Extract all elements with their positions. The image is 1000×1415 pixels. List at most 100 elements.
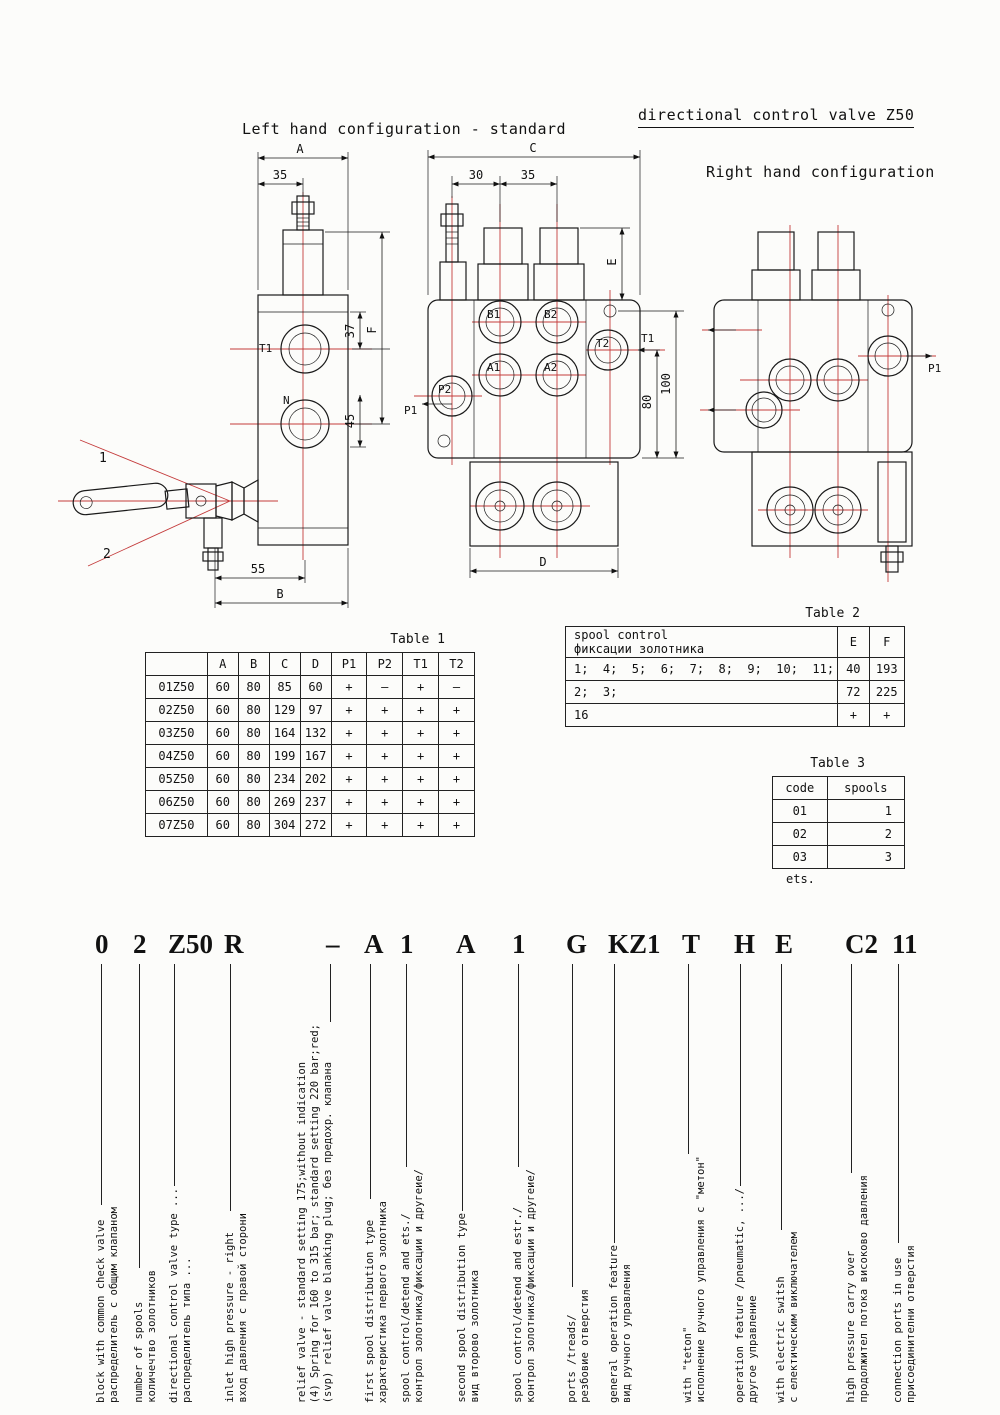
description-line-en: second spool distribution type xyxy=(456,1213,468,1403)
description-line-en: relief valve - standard setting 175;with… xyxy=(296,1061,308,1403)
port-n-label: N xyxy=(283,394,290,407)
description-line-en: with electric switsh xyxy=(775,1276,787,1403)
port-p1-arrow-label: P1 xyxy=(404,404,417,417)
ordering-code-section: 0 block with common check valve распреде… xyxy=(0,928,1000,1403)
order-code-value: 2 xyxy=(133,929,147,959)
table-cell: T2 xyxy=(438,652,475,676)
order-code-leader-line xyxy=(614,964,615,1243)
table-cell: 40 xyxy=(837,657,870,681)
table-cell: A xyxy=(206,652,239,676)
port-a1-label: A1 xyxy=(487,361,500,374)
port-t1-arrow-label: T1 xyxy=(641,332,654,345)
table-cell: 16 xyxy=(564,703,839,727)
order-code-value: C2 xyxy=(845,929,878,959)
table-cell: 269 xyxy=(268,790,301,814)
dim-55-label: 55 xyxy=(251,562,265,576)
order-code-value: H xyxy=(734,929,756,959)
table-cell: 164 xyxy=(268,721,301,745)
order-code-value: A xyxy=(456,929,476,959)
table-header-row: code spools xyxy=(772,776,906,800)
table-cell: 80 xyxy=(237,767,270,791)
table-cell: + xyxy=(366,744,404,768)
description-line-en: spool control/detend and estr./ xyxy=(512,1207,524,1403)
table-cell: B xyxy=(237,652,270,676)
order-code-description: with "teton" исполнение ручного управлен… xyxy=(682,1156,708,1403)
table-cell: + xyxy=(837,703,870,727)
table-cell: 1 xyxy=(826,799,906,823)
table-cell: + xyxy=(366,767,404,791)
order-code-item: R inlet high pressure - right вход давле… xyxy=(224,928,250,1403)
description-line-en: high pressure carry over xyxy=(845,1251,857,1403)
table-cell: 80 xyxy=(237,721,270,745)
order-code-item: C2 high pressure carry over продолжител … xyxy=(845,928,878,1403)
left-config-title: Left hand configuration - standard xyxy=(242,120,567,138)
order-code-leader-line xyxy=(230,964,231,1212)
order-code-leader-line xyxy=(462,964,463,1212)
order-code-leader-line xyxy=(781,964,782,1231)
order-code-value: 11 xyxy=(892,929,918,959)
table-cell: P2 xyxy=(366,652,404,676)
table-cell: 199 xyxy=(268,744,301,768)
table-cell: 02 xyxy=(772,822,828,846)
order-code-leader-line xyxy=(518,964,519,1168)
table-cell: + xyxy=(366,790,404,814)
description-line-ru: резбовие отверстия xyxy=(579,1289,591,1403)
table-cell: 80 xyxy=(237,790,270,814)
port-a2-label: A2 xyxy=(544,361,557,374)
table-cell: + xyxy=(402,813,440,837)
order-code-item: – relief valve - standard setting 175;wi… xyxy=(296,928,340,1403)
table-cell: 193 xyxy=(868,657,906,681)
order-code-leader-line xyxy=(688,964,689,1155)
table-cell: 72 xyxy=(837,680,870,704)
order-code-value: E xyxy=(775,929,794,959)
order-code-item: H operation feature /pneumatic, .../ дру… xyxy=(734,928,760,1403)
order-code-value: – xyxy=(326,929,340,959)
table-3-footnote: ets. xyxy=(786,872,815,886)
table-cell: + xyxy=(330,675,368,699)
table-cell: 01Z50 xyxy=(145,675,208,699)
order-code-value: T xyxy=(682,929,701,959)
order-code-leader-line xyxy=(370,964,371,1199)
order-code-item: A first spool distribution type характер… xyxy=(364,928,390,1403)
description-line-ru: (svp) relief valve blanking plug; без пр… xyxy=(322,1061,334,1403)
dim-c-label: C xyxy=(529,141,536,155)
table-cell: + xyxy=(438,698,475,722)
description-line-en: connection ports in use xyxy=(892,1257,904,1403)
dim-a-label: A xyxy=(296,142,304,156)
order-code-value: G xyxy=(566,929,588,959)
description-line-en: first spool distribution type xyxy=(364,1219,376,1403)
table-cell: 60 xyxy=(206,744,239,768)
order-code-description: spool control/detend and ets./ контрол з… xyxy=(400,1169,426,1403)
table-cell: + xyxy=(366,721,404,745)
dim-30-label: 30 xyxy=(469,168,483,182)
order-code-value: KZ1 xyxy=(608,929,661,959)
table-cell: 304 xyxy=(268,813,301,837)
table-cell: + xyxy=(438,767,475,791)
table-2-title: Table 2 xyxy=(805,606,860,621)
order-code-description: with electric switsh с електическим викл… xyxy=(775,1232,801,1403)
table-cell: 60 xyxy=(206,698,239,722)
table-cell: – xyxy=(438,675,475,699)
description-line-ru: другое управление xyxy=(747,1295,759,1403)
table-cell: code xyxy=(772,776,828,800)
description-line-ru: вход давления с правой сторони xyxy=(237,1213,249,1403)
order-code-description: directional control valve type ... распр… xyxy=(168,1188,194,1403)
description-line-en: with "teton" xyxy=(682,1327,694,1403)
dim-45-label: 45 xyxy=(343,414,357,428)
description-line-en: (4) Spring for 160 to 315 bar; standard … xyxy=(309,1023,321,1403)
description-line-en: spool control/detend and ets./ xyxy=(400,1213,412,1403)
table-header-row: spool control фиксации золотника E F xyxy=(564,626,906,658)
dim-37-label: 37 xyxy=(343,324,357,338)
table-cell: + xyxy=(366,813,404,837)
spool-control-label-ru: фиксации золотника xyxy=(574,642,705,656)
table-cell: + xyxy=(402,744,440,768)
table-cell: 1; 4; 5; 6; 7; 8; 9; 10; 11; xyxy=(564,657,839,681)
description-line-en: ports /treads/ xyxy=(566,1314,578,1403)
description-line-ru: исполнение ручного управления с "метон" xyxy=(695,1156,707,1403)
